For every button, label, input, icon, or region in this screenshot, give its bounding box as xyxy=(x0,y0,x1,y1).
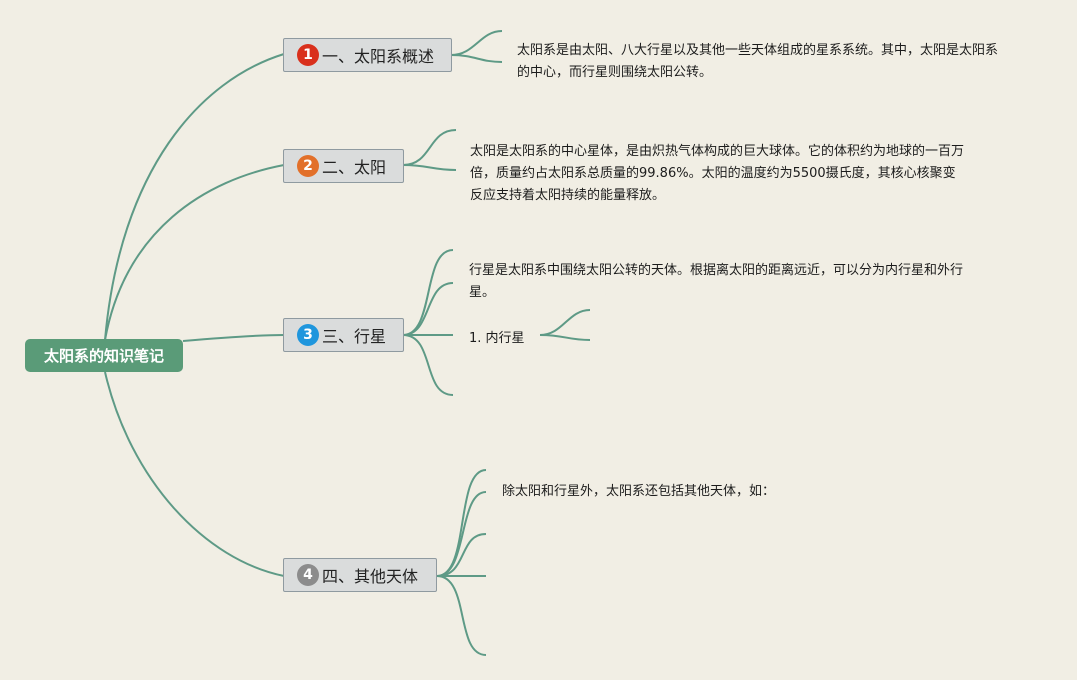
topic-node-1[interactable]: 1 一、太阳系概述 xyxy=(283,38,452,72)
topic-2-detail: 太阳是太阳系的中心星体，是由炽热气体构成的巨大球体。它的体积约为地球的一百万倍，… xyxy=(470,144,965,203)
number-badge-icon-2: 2 xyxy=(297,155,319,177)
connector-root-topic-2 xyxy=(104,164,285,341)
topic-node-3[interactable]: 3 三、行星 xyxy=(283,318,404,352)
topic-3-detail: 行星是太阳系中围绕太阳公转的天体。根据离太阳的距离远近，可以分为内行星和外行星。 xyxy=(469,263,964,300)
topic-label-3: 三、行星 xyxy=(322,327,387,346)
root-node[interactable]: 太阳系的知识笔记 xyxy=(25,339,183,372)
connector-topic-2-detail-2 xyxy=(402,164,457,171)
topic-label-1: 一、太阳系概述 xyxy=(322,47,435,66)
connector-topic-1-detail-1 xyxy=(450,30,503,56)
number-badge-icon-4: 4 xyxy=(297,564,319,586)
connector-root-topic-4 xyxy=(104,371,285,577)
connector-topic-3-detail-1 xyxy=(402,249,454,336)
connector-topic-2-detail-1 xyxy=(402,129,457,166)
connector-topic-4-detail-1 xyxy=(436,469,487,577)
topic-1-detail: 太阳系是由太阳、八大行星以及其他一些天体组成的星系系统。其中，太阳是太阳系的中心… xyxy=(517,43,999,80)
number-badge-icon-3: 3 xyxy=(297,324,319,346)
connector-topic-3-detail-4 xyxy=(402,334,454,396)
connector-root-topic-3 xyxy=(182,334,285,342)
subtopic-inner-planets[interactable]: 1. 内行星 xyxy=(469,331,525,346)
connector-topic-4-detail-3 xyxy=(436,533,487,577)
topic-4-detail: 除太阳和行星外，太阳系还包括其他天体，如： xyxy=(502,484,776,499)
topic-label-4: 四、其他天体 xyxy=(322,567,419,586)
topic-node-2[interactable]: 2 二、太阳 xyxy=(283,149,404,183)
connector-topic-3-detail-2 xyxy=(402,282,454,336)
connector-topic-4-detail-5 xyxy=(436,575,487,656)
connector-topic-1-detail-2 xyxy=(450,54,503,63)
connector-subtopic-branch-1 xyxy=(539,309,591,336)
topic-label-2: 二、太阳 xyxy=(322,158,387,177)
root-title: 太阳系的知识笔记 xyxy=(43,347,164,365)
number-badge-icon-1: 1 xyxy=(297,44,319,66)
connector-root-topic-1 xyxy=(104,53,285,341)
connector-topic-4-detail-2 xyxy=(436,491,487,577)
connector-subtopic-branch-2 xyxy=(539,334,591,341)
topic-node-4[interactable]: 4 四、其他天体 xyxy=(283,558,437,592)
